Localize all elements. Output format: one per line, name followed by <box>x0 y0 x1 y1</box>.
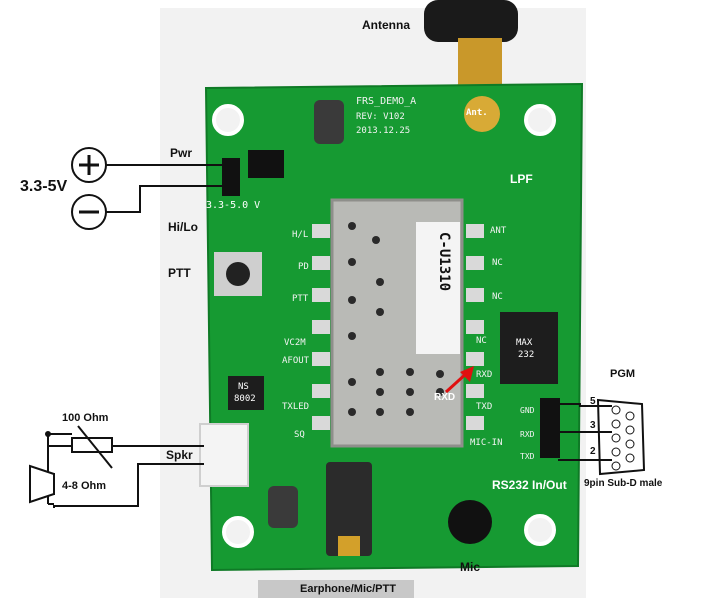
pad-right-2: NC <box>492 292 503 302</box>
board-date: 2013.12.25 <box>356 126 411 136</box>
ptt-label: PTT <box>168 266 191 280</box>
pad-right-4: RXD <box>476 370 493 380</box>
earphone-label: Earphone/Mic/PTT <box>300 583 396 595</box>
module-part-number: C-U1310 <box>436 232 452 292</box>
spkr-label: Spkr <box>166 448 193 462</box>
pin2-label: 2 <box>590 446 596 457</box>
pin5-label: 5 <box>590 396 596 407</box>
pad-right-5: TXD <box>476 402 493 412</box>
hilo-label: Hi/Lo <box>168 220 198 234</box>
pad-label-1: PD <box>298 262 309 272</box>
rs232-label: RS232 In/Out <box>492 478 567 492</box>
header-pin-gnd: GND <box>520 406 535 415</box>
pad-right-0: ANT <box>490 226 507 236</box>
ns-number: 8002 <box>234 394 256 404</box>
ant-label: Ant. <box>466 108 488 118</box>
capacitor-bottom <box>268 486 298 528</box>
board-title: FRS_DEMO_A <box>356 96 417 107</box>
resistor-label: 100 Ohm <box>62 412 109 424</box>
header-pin-txd: TXD <box>520 452 535 461</box>
dsub-label: 9pin Sub-D male <box>584 478 663 489</box>
pin3-label: 3 <box>590 420 596 431</box>
voltage-label: 3.3-5V <box>20 178 68 195</box>
max-number: 232 <box>518 350 535 360</box>
max-label: MAX <box>516 338 533 348</box>
antenna-rubber <box>424 0 518 42</box>
speaker-impedance-label: 4-8 Ohm <box>62 480 107 492</box>
pad-label-0: H/L <box>292 230 309 240</box>
power-wires <box>106 164 224 213</box>
header-pin-rxd: RXD <box>520 430 535 439</box>
audio-jack <box>326 462 372 556</box>
board-rev: REV: V102 <box>356 112 405 122</box>
pad-label-3: VC2M <box>284 338 306 348</box>
speaker-icon <box>29 431 55 504</box>
speaker-wiring <box>47 425 204 508</box>
lpf-label: LPF <box>510 172 533 186</box>
mic-label: Mic <box>460 560 481 574</box>
pad-right-1: NC <box>492 258 503 268</box>
module-sticker <box>416 222 460 354</box>
earphone-caption-bar <box>258 580 414 598</box>
pgm-label: PGM <box>610 368 636 380</box>
board-voltage: 3.3-5.0 V <box>206 200 261 211</box>
pwr-label: Pwr <box>170 146 193 160</box>
capacitor-top <box>314 100 344 144</box>
ns-label: NS <box>238 382 249 392</box>
pad-label-4: AFOUT <box>282 356 310 366</box>
pcb-board <box>199 82 584 572</box>
pad-label-6: SQ <box>294 430 305 440</box>
sma-connector <box>458 38 502 88</box>
pad-right-3: NC <box>476 336 487 346</box>
rs232-wires <box>558 403 612 461</box>
pad-right-6: MIC-IN <box>470 438 503 448</box>
rxd-arrow-icon <box>444 366 474 394</box>
pad-label-5: TXLED <box>282 402 310 412</box>
pad-label-2: PTT <box>292 294 309 304</box>
dsub9-connector-icon <box>596 398 646 476</box>
antenna-label: Antenna <box>362 18 410 32</box>
rxd-label: RXD <box>434 392 456 403</box>
microphone <box>448 500 492 544</box>
speaker-connector <box>199 423 249 487</box>
